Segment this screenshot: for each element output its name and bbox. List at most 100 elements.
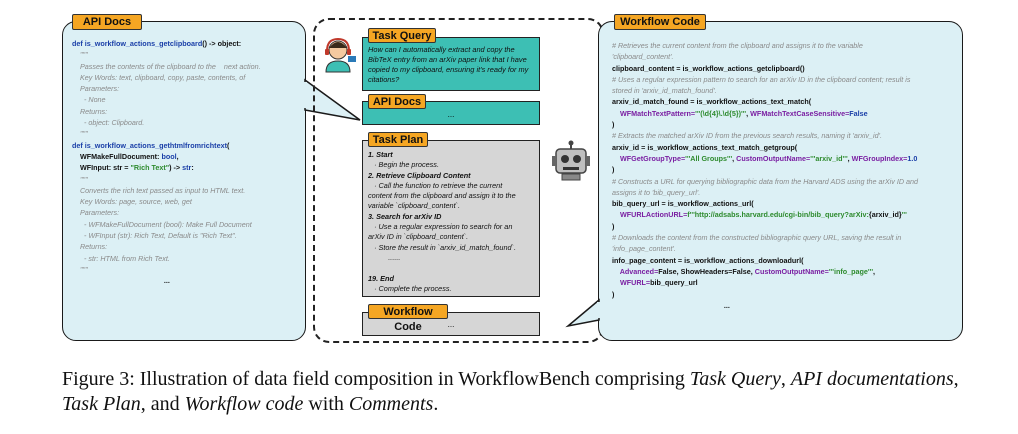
api-docs-line: - None xyxy=(72,94,302,105)
api-docs-token: ... xyxy=(72,276,170,286)
api-docs-token: Converts the rich text passed as input t… xyxy=(72,185,246,195)
api-docs-token: ) -> xyxy=(169,163,183,173)
workflow-code-line: ) xyxy=(612,221,958,232)
workflow-code-token: info_page_content = is_workflow_actions_… xyxy=(612,255,804,265)
api-docs-line: Key Words: page, source, web, get xyxy=(72,196,302,207)
workflow-code-token: 'clipboard_content'. xyxy=(612,52,674,62)
caption-segment: , xyxy=(953,368,959,390)
workflow-code-panel xyxy=(598,21,963,341)
workflow-code-token: WFMatchTextPattern= xyxy=(612,108,696,118)
workflow-code-token: # Retrieves the current content from the… xyxy=(612,41,863,50)
task-plan-token: · Begin the process. xyxy=(368,160,439,170)
workflow-code-line: # Downloads the content from the constru… xyxy=(612,232,958,243)
api-docs-line: - WFMakeFullDocument (bool): Make Full D… xyxy=(72,219,302,230)
workflow-code-line: stored in 'arxiv_id_match_found'. xyxy=(612,85,958,96)
task-plan-token: arXiv ID in `clipboard_content`. xyxy=(368,232,469,242)
api-docs-line: """ xyxy=(72,128,302,139)
task-plan-token: · Use a regular expression to search for… xyxy=(368,222,513,232)
caption-segment: documentations xyxy=(826,368,954,390)
api-docs-line: - WFInput (str): Rich Text, Default is "… xyxy=(72,230,302,241)
figure-caption: Figure 3: Illustration of data field com… xyxy=(62,367,962,417)
workflow-code-token: , xyxy=(847,153,852,163)
task-plan-line: · Begin the process. xyxy=(368,160,538,170)
api-docs-line: """ xyxy=(72,49,302,60)
api-docs-token: is_workflow_actions_getclipboard xyxy=(84,39,203,48)
workflow-code-line: # Retrieves the current content from the… xyxy=(612,40,958,51)
workflow-code-token: arxiv_id_match_found = is_workflow_actio… xyxy=(612,97,812,107)
api-docs-line: Returns: xyxy=(72,241,302,252)
workflow-code-token: 'info_page_content'. xyxy=(612,244,676,254)
workflow-code-line: info_page_content = is_workflow_actions_… xyxy=(612,255,958,266)
caption-segment: Task Query xyxy=(689,368,781,390)
workflow-code-line: arxiv_id = is_workflow_actions_text_matc… xyxy=(612,142,958,153)
task-plan-token: · Complete the process. xyxy=(368,283,452,293)
api-docs-token: Passes the contents of the clipboard to … xyxy=(72,61,261,71)
workflow-code-token: WFURL= xyxy=(612,278,651,288)
task-query-title: Task Query xyxy=(368,28,436,43)
api-docs-token: - object: Clipboard. xyxy=(72,118,145,128)
workflow-code-panel-title: Workflow Code xyxy=(614,14,706,30)
task-plan-token: 19. End xyxy=(368,273,394,283)
workflow-code-line: bib_query_url = is_workflow_actions_url( xyxy=(612,198,958,209)
workflow-code-token: arxiv_id = is_workflow_actions_text_matc… xyxy=(612,142,798,152)
api-docs-panel-title: API Docs xyxy=(72,14,142,30)
workflow-code-token: ) xyxy=(612,165,615,175)
task-plan-line: 2. Retrieve Clipboard Content xyxy=(368,171,538,181)
task-plan-line: 1. Start xyxy=(368,150,538,160)
api-docs-token: - None xyxy=(72,95,106,105)
task-plan-token: 1. Start xyxy=(368,150,393,159)
robot-icon xyxy=(551,140,591,182)
workflow-code-token: WFMatchTextCaseSensitive= xyxy=(750,108,850,118)
api-docs-token: WFMakeFullDocument: xyxy=(72,151,162,161)
task-query-box xyxy=(362,37,540,91)
workflow-code-token: '''arxiv_id''' xyxy=(810,153,848,163)
api-docs-token: () -> object: xyxy=(202,39,242,48)
task-plan-line: · Call the function to retrieve the curr… xyxy=(368,181,538,191)
api-docs-line: Returns: xyxy=(72,106,302,117)
workflow-code-line: WFURL=bib_query_url xyxy=(612,277,958,288)
task-plan-line: 3. Search for arXiv ID xyxy=(368,212,538,222)
api-docs-line: WFMakeFullDocument: bool, xyxy=(72,151,302,162)
api-docs-token: """ xyxy=(72,129,88,139)
workflow-code-line: 'info_page_content'. xyxy=(612,243,958,254)
task-plan-token: variable `clipboard_content`. xyxy=(368,201,461,211)
api-docs-token: Key Words: page, source, web, get xyxy=(72,197,192,207)
task-plan-token: ...... xyxy=(368,252,401,262)
api-docs-token: bool xyxy=(161,151,177,161)
workflow-code-line: assigns it to 'bib_query_url'. xyxy=(612,187,958,198)
caption-segment: Figure 3: Illustration of data field com… xyxy=(62,368,690,390)
api-docs-token: - WFMakeFullDocument (bool): Make Full D… xyxy=(72,219,252,229)
api-docs-token: str xyxy=(182,163,192,173)
workflow-code-token: clipboard_content = is_workflow_actions_… xyxy=(612,63,805,73)
workflow-code-token: False, ShowHeaders=False, xyxy=(658,266,755,276)
api-docs-line: Passes the contents of the clipboard to … xyxy=(72,61,302,72)
task-plan-line: arXiv ID in `clipboard_content`. xyxy=(368,232,538,242)
api-docs-token: Key Words: text, clipboard, copy, paste,… xyxy=(72,72,246,82)
workflow-code-token: stored in 'arxiv_id_match_found'. xyxy=(612,86,717,96)
api-docs-token: ( xyxy=(226,140,230,150)
api-docs-panel xyxy=(62,21,306,341)
left-panel-pointer xyxy=(303,78,361,121)
workflow-code-token: , xyxy=(873,266,876,276)
api-docs-box-title: API Docs xyxy=(368,94,426,109)
workflow-code-token: False xyxy=(849,108,868,118)
api-docs-token: """ xyxy=(72,50,88,60)
workflow-code-line: # Uses a regular expression pattern to s… xyxy=(612,74,958,85)
user-headset-icon xyxy=(318,34,358,74)
workflow-code-line: WFURLActionURL=f'''http://adsabs.harvard… xyxy=(612,209,958,220)
workflow-code-token: # Uses a regular expression pattern to s… xyxy=(612,74,911,84)
api-docs-token: def xyxy=(72,39,85,48)
workflow-code-token: '''All Groups''' xyxy=(685,153,733,163)
caption-segment: Task Plan xyxy=(62,393,141,415)
task-plan-line: ...... xyxy=(368,253,538,263)
api-docs-line: """ xyxy=(72,264,302,275)
workflow-code-token: 1.0 xyxy=(907,153,918,163)
workflow-code-line: 'clipboard_content'. xyxy=(612,51,958,62)
workflow-code-token: WFGroupIndex= xyxy=(851,153,908,163)
api-docs-token: : xyxy=(191,163,194,173)
api-docs-line: WFInput: str = "Rich Text") -> str: xyxy=(72,162,302,173)
workflow-code-box-ellipsis: ... xyxy=(447,320,455,329)
api-docs-token: WFInput: str = xyxy=(72,163,131,173)
task-plan-title: Task Plan xyxy=(368,132,428,147)
workflow-code-token: {arxiv_id} xyxy=(868,210,902,220)
